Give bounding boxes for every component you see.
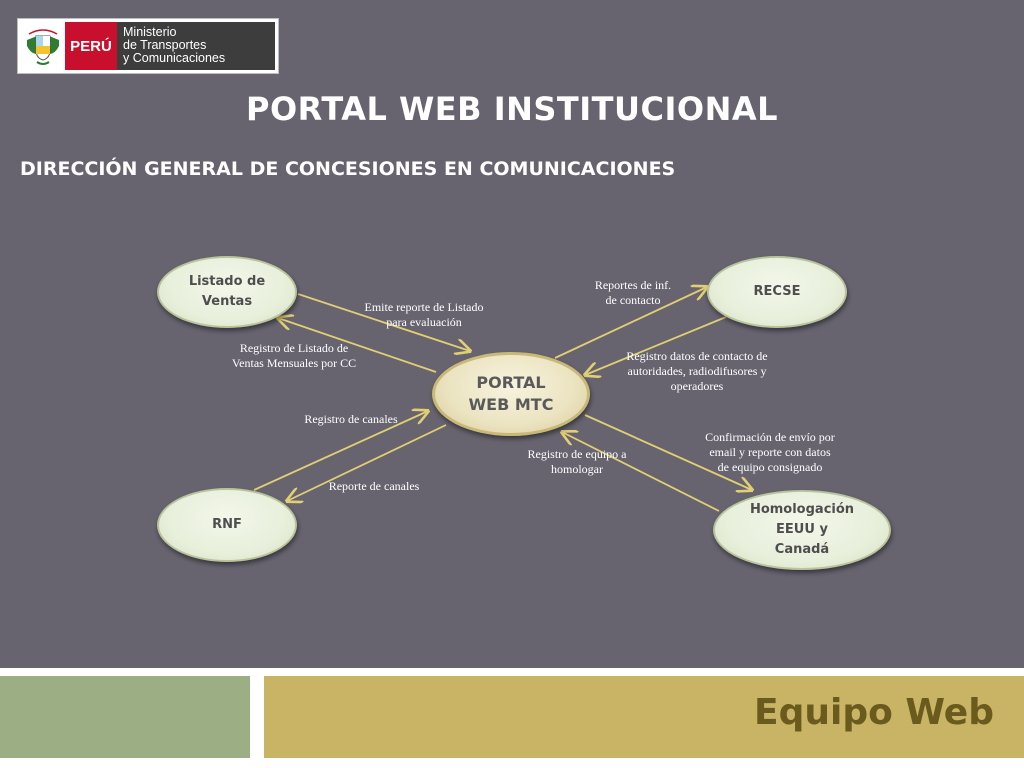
label-confirmacion-line-1: Confirmación de envío por xyxy=(705,430,835,444)
node-portal-line-2: WEB MTC xyxy=(468,395,554,414)
label-reporte-canales: Reporte de canales xyxy=(318,479,430,494)
label-registro-canales: Registro de canales xyxy=(292,412,410,427)
arrow-homologacion-to-portal xyxy=(562,432,720,512)
label-registro-listado-line-1: Registro de Listado de xyxy=(239,341,349,355)
label-emite-line-1: Emite reporte de Listado xyxy=(364,300,484,314)
node-portal-web-mtc: PORTAL WEB MTC xyxy=(432,352,590,436)
coat-of-arms-icon xyxy=(21,22,65,70)
label-registro-datos-line-1: Registro datos de contacto de xyxy=(626,349,768,363)
label-registro-datos-line-2: autoridades, radiodifusores y xyxy=(627,364,767,378)
label-reportes-line-2: de contacto xyxy=(605,293,661,307)
ministry-logo: PERÚ Ministerio de Transportes y Comunic… xyxy=(17,18,279,74)
node-recse-label: RECSE xyxy=(753,284,801,299)
slide-subtitle: DIRECCIÓN GENERAL DE CONCESIONES EN COMU… xyxy=(20,158,676,180)
label-emite-line-2: para evaluación xyxy=(386,315,462,329)
arrow-recse-to-portal xyxy=(585,316,727,375)
peru-label: PERÚ xyxy=(65,22,117,70)
label-reportes-line-1: Reportes de inf. xyxy=(594,278,672,292)
node-homologacion-line-2: EEUU y xyxy=(776,522,828,537)
label-registro-canales-line-1: Registro de canales xyxy=(304,412,398,426)
label-registro-equipo: Registro de equipo a homologar xyxy=(515,447,639,477)
diagram-connectors xyxy=(253,0,1024,512)
label-registro-equipo-line-1: Registro de equipo a xyxy=(527,447,627,461)
label-emite-reporte: Emite reporte de Listado para evaluación xyxy=(354,300,494,330)
node-portal-line-1: PORTAL xyxy=(476,373,546,392)
label-confirmacion: Confirmación de envío por email y report… xyxy=(692,430,848,475)
label-confirmacion-line-3: de equipo consignado xyxy=(717,460,823,474)
label-registro-listado: Registro de Listado de Ventas Mensuales … xyxy=(222,341,366,371)
arrow-listado-to-portal xyxy=(297,293,470,351)
arrow-portal-to-recse xyxy=(554,287,707,359)
node-listado-line-2: Ventas xyxy=(201,294,253,309)
node-rnf-label: RNF xyxy=(212,517,242,532)
node-recse: RECSE xyxy=(707,256,847,328)
ministry-line-1: Ministerio xyxy=(123,25,177,39)
node-homologacion-line-1: Homologación xyxy=(749,502,855,517)
label-confirmacion-line-2: email y reporte con datos xyxy=(709,445,831,459)
node-rnf: RNF xyxy=(157,488,297,562)
slide-title: PORTAL WEB INSTITUCIONAL xyxy=(246,90,778,128)
label-registro-datos: Registro datos de contacto de autoridade… xyxy=(612,349,782,394)
arrow-rnf-to-portal xyxy=(253,411,428,491)
footer-right-block xyxy=(264,676,1024,758)
label-registro-listado-line-2: Ventas Mensuales por CC xyxy=(231,356,357,370)
node-homologacion-line-3: Canadá xyxy=(774,542,830,557)
label-registro-datos-line-3: operadores xyxy=(670,379,724,393)
ministry-name: Ministerio de Transportes y Comunicacion… xyxy=(117,22,275,70)
label-reportes-inf: Reportes de inf. de contacto xyxy=(583,278,683,308)
footer-title: Equipo Web xyxy=(754,692,994,733)
ministry-line-2: de Transportes xyxy=(123,38,207,52)
arrow-portal-to-rnf xyxy=(287,424,447,501)
node-listado-line-1: Listado de xyxy=(188,274,266,289)
arrow-portal-to-listado xyxy=(278,318,437,373)
label-reporte-canales-line-1: Reporte de canales xyxy=(328,479,420,493)
footer-left-block xyxy=(0,676,250,758)
node-listado-ventas: Listado de Ventas xyxy=(157,256,297,328)
label-registro-equipo-line-2: homologar xyxy=(551,462,603,476)
node-homologacion: Homologación EEUU y Canadá xyxy=(713,490,891,570)
arrow-portal-to-homologacion xyxy=(584,414,752,490)
ministry-line-3: y Comunicaciones xyxy=(123,51,226,65)
